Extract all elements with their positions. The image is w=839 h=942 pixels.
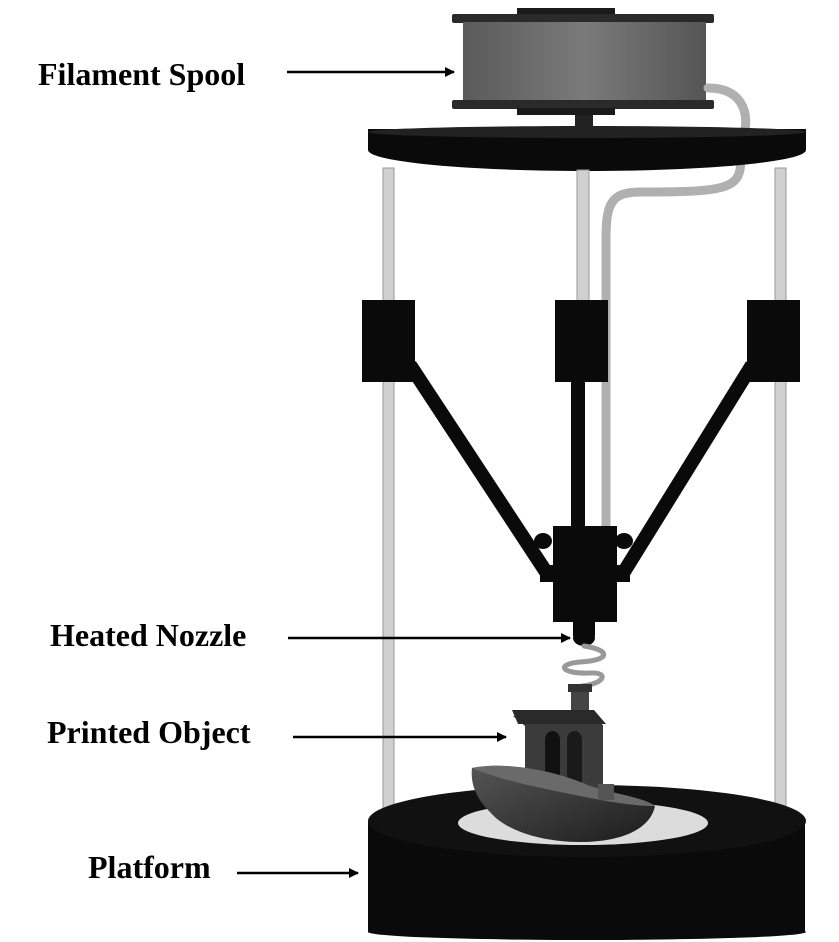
callout-arrows	[237, 67, 571, 878]
filament-spool-label: Filament Spool	[38, 56, 246, 92]
carriages	[362, 300, 800, 382]
filament-feed	[601, 83, 751, 530]
heated-nozzle-label: Heated Nozzle	[50, 617, 247, 653]
printed-object	[471, 684, 655, 842]
delta-arms	[404, 361, 758, 579]
filament-spool	[452, 8, 714, 129]
effector	[534, 526, 633, 646]
extruded-filament	[561, 643, 607, 689]
platform-label: Platform	[88, 849, 211, 885]
printed-object-label: Printed Object	[47, 714, 251, 750]
